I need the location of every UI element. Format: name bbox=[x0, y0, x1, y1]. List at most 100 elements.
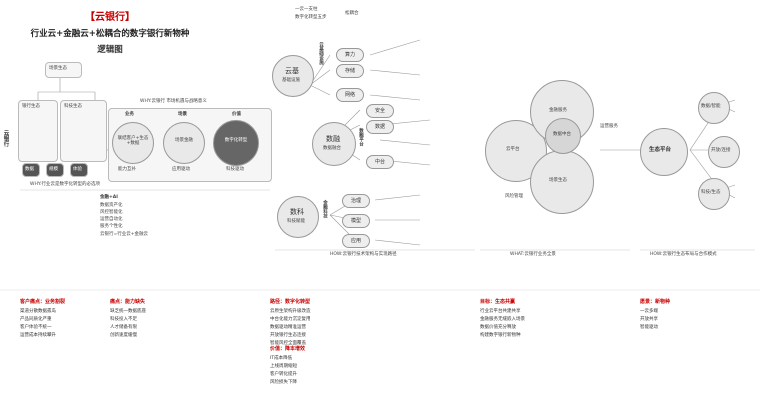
bottom-col-3-row-2: 中台化能力沉淀复用 bbox=[270, 317, 311, 322]
cluster-scene-label: 场景生态 bbox=[549, 178, 567, 183]
top-note-3: 松耦合 bbox=[345, 11, 359, 16]
bottom-list-4: 服务个性化 bbox=[100, 224, 123, 229]
far-node-1: 数据/智能 bbox=[698, 92, 730, 124]
bottom-col-6-row-1: 一云多端 bbox=[640, 309, 658, 314]
node-cloud-base-title: 云基 bbox=[285, 67, 299, 75]
cluster-cloud-label: 云平台 bbox=[506, 147, 520, 152]
bottom-col-4-row-1: IT成本降低 bbox=[270, 356, 293, 361]
bottom-col-5-row-1: 行业云平台共建共享 bbox=[480, 309, 521, 314]
tag-data: 数据 bbox=[22, 163, 40, 177]
bottom-col-1-row-3: 客户体验不统一 bbox=[20, 325, 52, 330]
left-caption: WHY:行业云是数字化转型的必选项 bbox=[30, 182, 100, 187]
head-business: 业务 bbox=[125, 112, 134, 117]
node-cloud-base: 云基 基础设施 bbox=[272, 55, 314, 97]
middle-caption: HOW:云银行技术架构与实现路径 bbox=[330, 252, 397, 257]
red-label-cloud: 云基础设施 bbox=[318, 42, 324, 65]
hub-eco: 生态平台 bbox=[640, 128, 688, 176]
bottom-col-1-row-4: 运营成本持续攀升 bbox=[20, 333, 56, 338]
circle-sub-2: 应用驱动 bbox=[172, 167, 190, 172]
circle-customer-label: 联结客户+生态+数据 bbox=[117, 136, 149, 146]
bottom-col-6-row-3: 智能驱动 bbox=[640, 325, 658, 330]
tech-eco-box: 科技生态 bbox=[60, 100, 107, 162]
tag-scale-label: 规模 bbox=[49, 167, 58, 172]
bottom-col-2-row-4: 创新速度缓慢 bbox=[110, 333, 137, 338]
node-data-fusion: 数融 数据融合 bbox=[312, 122, 356, 166]
cluster-data-mid: 数据中台 bbox=[545, 118, 581, 154]
bottom-col-5-row-4: 构建数字银行新物种 bbox=[480, 333, 521, 338]
title-logic: 逻辑图 bbox=[97, 45, 123, 55]
center-top-caption: WHY:云银行 市场机遇与战略意义 bbox=[140, 99, 207, 104]
left-vertical-label: 云银行 bbox=[2, 130, 9, 147]
far-node-2: 开放/连接 bbox=[708, 136, 740, 168]
scene-box-label: 场景生态 bbox=[49, 66, 67, 71]
branch-governance: 治理 bbox=[342, 194, 370, 208]
bottom-list-title: 金融+AI bbox=[100, 195, 118, 200]
diagram-title-block: 【云银行】 行业云+金融云+松耦合的数字银行新物种 逻辑图 bbox=[0, 8, 220, 55]
bottom-col-5-row-3: 数据价值充分释放 bbox=[480, 325, 516, 330]
tag-experience-label: 体验 bbox=[73, 167, 82, 172]
tag-experience: 体验 bbox=[70, 163, 88, 177]
far-node-1-label: 数据/智能 bbox=[701, 104, 721, 109]
cluster-data-mid-label: 数据中台 bbox=[553, 132, 571, 137]
circle-scene-label: 场景金融 bbox=[175, 138, 193, 143]
bottom-col-3-row-4: 开放银行生态连接 bbox=[270, 333, 306, 338]
node-cloud-base-sub: 基础设施 bbox=[282, 78, 300, 83]
bottom-col-6-head: 愿景：新物种 bbox=[640, 299, 671, 305]
bottom-col-4-head: 价值：降本增效 bbox=[270, 346, 306, 352]
bottom-col-3-row-1: 云原生架构升级改造 bbox=[270, 309, 311, 314]
branch-data: 数据 bbox=[366, 120, 394, 134]
node-tech: 数科 科技赋能 bbox=[277, 196, 319, 238]
bottom-col-5-head: 目标：生态共赢 bbox=[480, 299, 516, 305]
bottom-col-3: 路径：数字化转型 云原生架构升级改造 中台化能力沉淀复用 数据驱动精准运营 开放… bbox=[270, 298, 450, 348]
bottom-list-1: 数据资产化 bbox=[100, 203, 123, 208]
tag-scale: 规模 bbox=[46, 163, 64, 177]
far-right-caption: HOW:云银行生态布局与合作模式 bbox=[650, 252, 717, 257]
node-data-fusion-title: 数融 bbox=[326, 135, 340, 143]
cluster-scene: 场景生态 bbox=[530, 150, 594, 214]
bank-eco-box: 银行生态 bbox=[18, 100, 58, 162]
branch-security: 安全 bbox=[366, 104, 394, 118]
node-tech-title: 数科 bbox=[290, 208, 304, 216]
far-node-3-label: 科技/生态 bbox=[701, 190, 721, 195]
bottom-col-3-head: 路径：数字化转型 bbox=[270, 299, 311, 305]
bottom-col-3-row-3: 数据驱动精准运营 bbox=[270, 325, 306, 330]
bottom-col-2-head: 痛点：能力缺失 bbox=[110, 299, 146, 305]
hub-eco-label: 生态平台 bbox=[649, 147, 672, 153]
head-scene: 场景 bbox=[178, 112, 187, 117]
bottom-col-4-row-4: 风险损失下降 bbox=[270, 380, 297, 385]
circle-sub-1: 能力互补 bbox=[118, 167, 136, 172]
bottom-col-4-row-3: 客户转化提升 bbox=[270, 372, 297, 377]
circle-digital-label: 数字化转型 bbox=[224, 138, 248, 143]
branch-model: 模型 bbox=[342, 214, 370, 228]
title-bracket: 【云银行】 bbox=[85, 12, 135, 23]
branch-app: 应用 bbox=[342, 234, 370, 248]
far-node-3: 科技/生态 bbox=[698, 178, 730, 210]
circle-digital: 数字化转型 bbox=[213, 120, 259, 166]
cluster-finance-label: 金融服务 bbox=[549, 108, 567, 113]
bottom-col-1: 客户痛点：业务割裂 渠道分散数据孤岛 产品同质化严重 客户体验不统一 运营成本持… bbox=[20, 298, 130, 340]
left-footnote: 云银行=行业云+金融云 bbox=[100, 232, 149, 237]
bottom-col-6: 愿景：新物种 一云多端 开放共享 智能驱动 bbox=[640, 298, 755, 332]
node-tech-sub: 科技赋能 bbox=[287, 219, 305, 224]
bottom-col-3-row-5: 智能风控全面覆盖 bbox=[270, 341, 306, 346]
red-label-fusion: 数融平台 bbox=[358, 128, 364, 146]
bottom-col-4-row-2: 上线周期缩短 bbox=[270, 364, 297, 369]
branch-compute: 算力 bbox=[336, 48, 364, 62]
far-node-2-label: 开放/连接 bbox=[711, 148, 731, 153]
circle-sub-3: 科技驱动 bbox=[226, 167, 244, 172]
bottom-col-5: 目标：生态共赢 行业云平台共建共享 金融服务无缝嵌入场景 数据价值充分释放 构建… bbox=[480, 298, 630, 340]
circle-customer: 联结客户+生态+数据 bbox=[112, 122, 154, 164]
branch-middle: 中台 bbox=[366, 155, 394, 169]
bottom-col-1-row-1: 渠道分散数据孤岛 bbox=[20, 309, 56, 314]
node-data-fusion-sub: 数据融合 bbox=[323, 146, 341, 151]
bank-eco-label: 银行生态 bbox=[22, 104, 40, 109]
bottom-col-1-row-2: 产品同质化严重 bbox=[20, 317, 52, 322]
bottom-col-5-row-2: 金融服务无缝嵌入场景 bbox=[480, 317, 525, 322]
bottom-col-2-row-3: 人才储备有限 bbox=[110, 325, 137, 330]
branch-storage: 存储 bbox=[336, 64, 364, 78]
top-note-2: 数字化转型五步 bbox=[295, 15, 327, 20]
top-note-1: 一云一支柱 bbox=[295, 7, 318, 12]
right-mid-caption: WHAT:云银行业务全景 bbox=[510, 252, 556, 257]
bottom-col-2-row-1: 缺乏统一数据底座 bbox=[110, 309, 146, 314]
cluster-ops: 运营服务 bbox=[600, 124, 618, 129]
